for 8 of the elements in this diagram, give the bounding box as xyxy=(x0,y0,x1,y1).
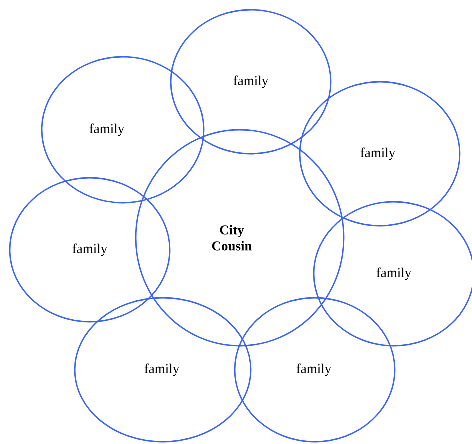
node-label: family xyxy=(144,364,180,376)
node-label: family xyxy=(296,364,332,376)
node-label: family xyxy=(360,148,396,160)
node-label: family xyxy=(72,244,108,256)
node-label: City Cousin xyxy=(212,225,252,251)
node-label: family xyxy=(90,124,125,136)
node-label: family xyxy=(376,268,412,280)
node-label: family xyxy=(234,76,269,88)
